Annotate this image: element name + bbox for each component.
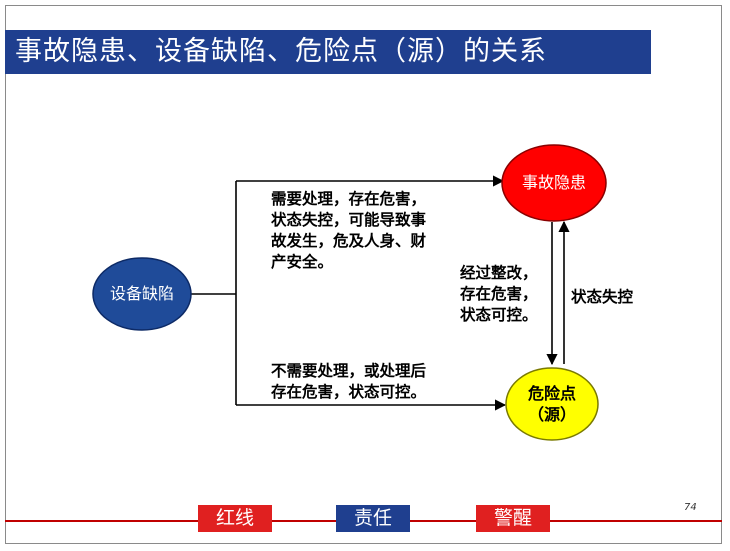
hazard-node-label: 事故隐患 [521, 173, 586, 192]
out-of-control-note: 状态失控 [571, 288, 634, 306]
tag-red-line: 红线 [198, 505, 272, 532]
danger-node-label-line2: （源） [527, 405, 576, 424]
tag-responsibility: 责任 [336, 505, 410, 532]
rectification-note: 经过整改， 存在危害， 状态可控。 [460, 264, 538, 324]
defect-node-label: 设备缺陷 [109, 284, 174, 303]
slide-title: 事故隐患、设备缺陷、危险点（源）的关系 [5, 30, 651, 74]
lower-branch-note: 不需要处理，或处理后 存在危害，状态可控。 [271, 362, 427, 401]
hazard-node [501, 144, 607, 222]
defect-node [92, 257, 192, 331]
page-number: 74 [684, 502, 697, 513]
danger-node-label-line1: 危险点 [527, 384, 576, 403]
danger-node [505, 367, 599, 441]
upper-branch-note: 需要处理，存在危害， 状态失控，可能导致事 故发生，危及人身、财 产安全。 [271, 190, 427, 271]
tag-alert: 警醒 [476, 505, 550, 532]
